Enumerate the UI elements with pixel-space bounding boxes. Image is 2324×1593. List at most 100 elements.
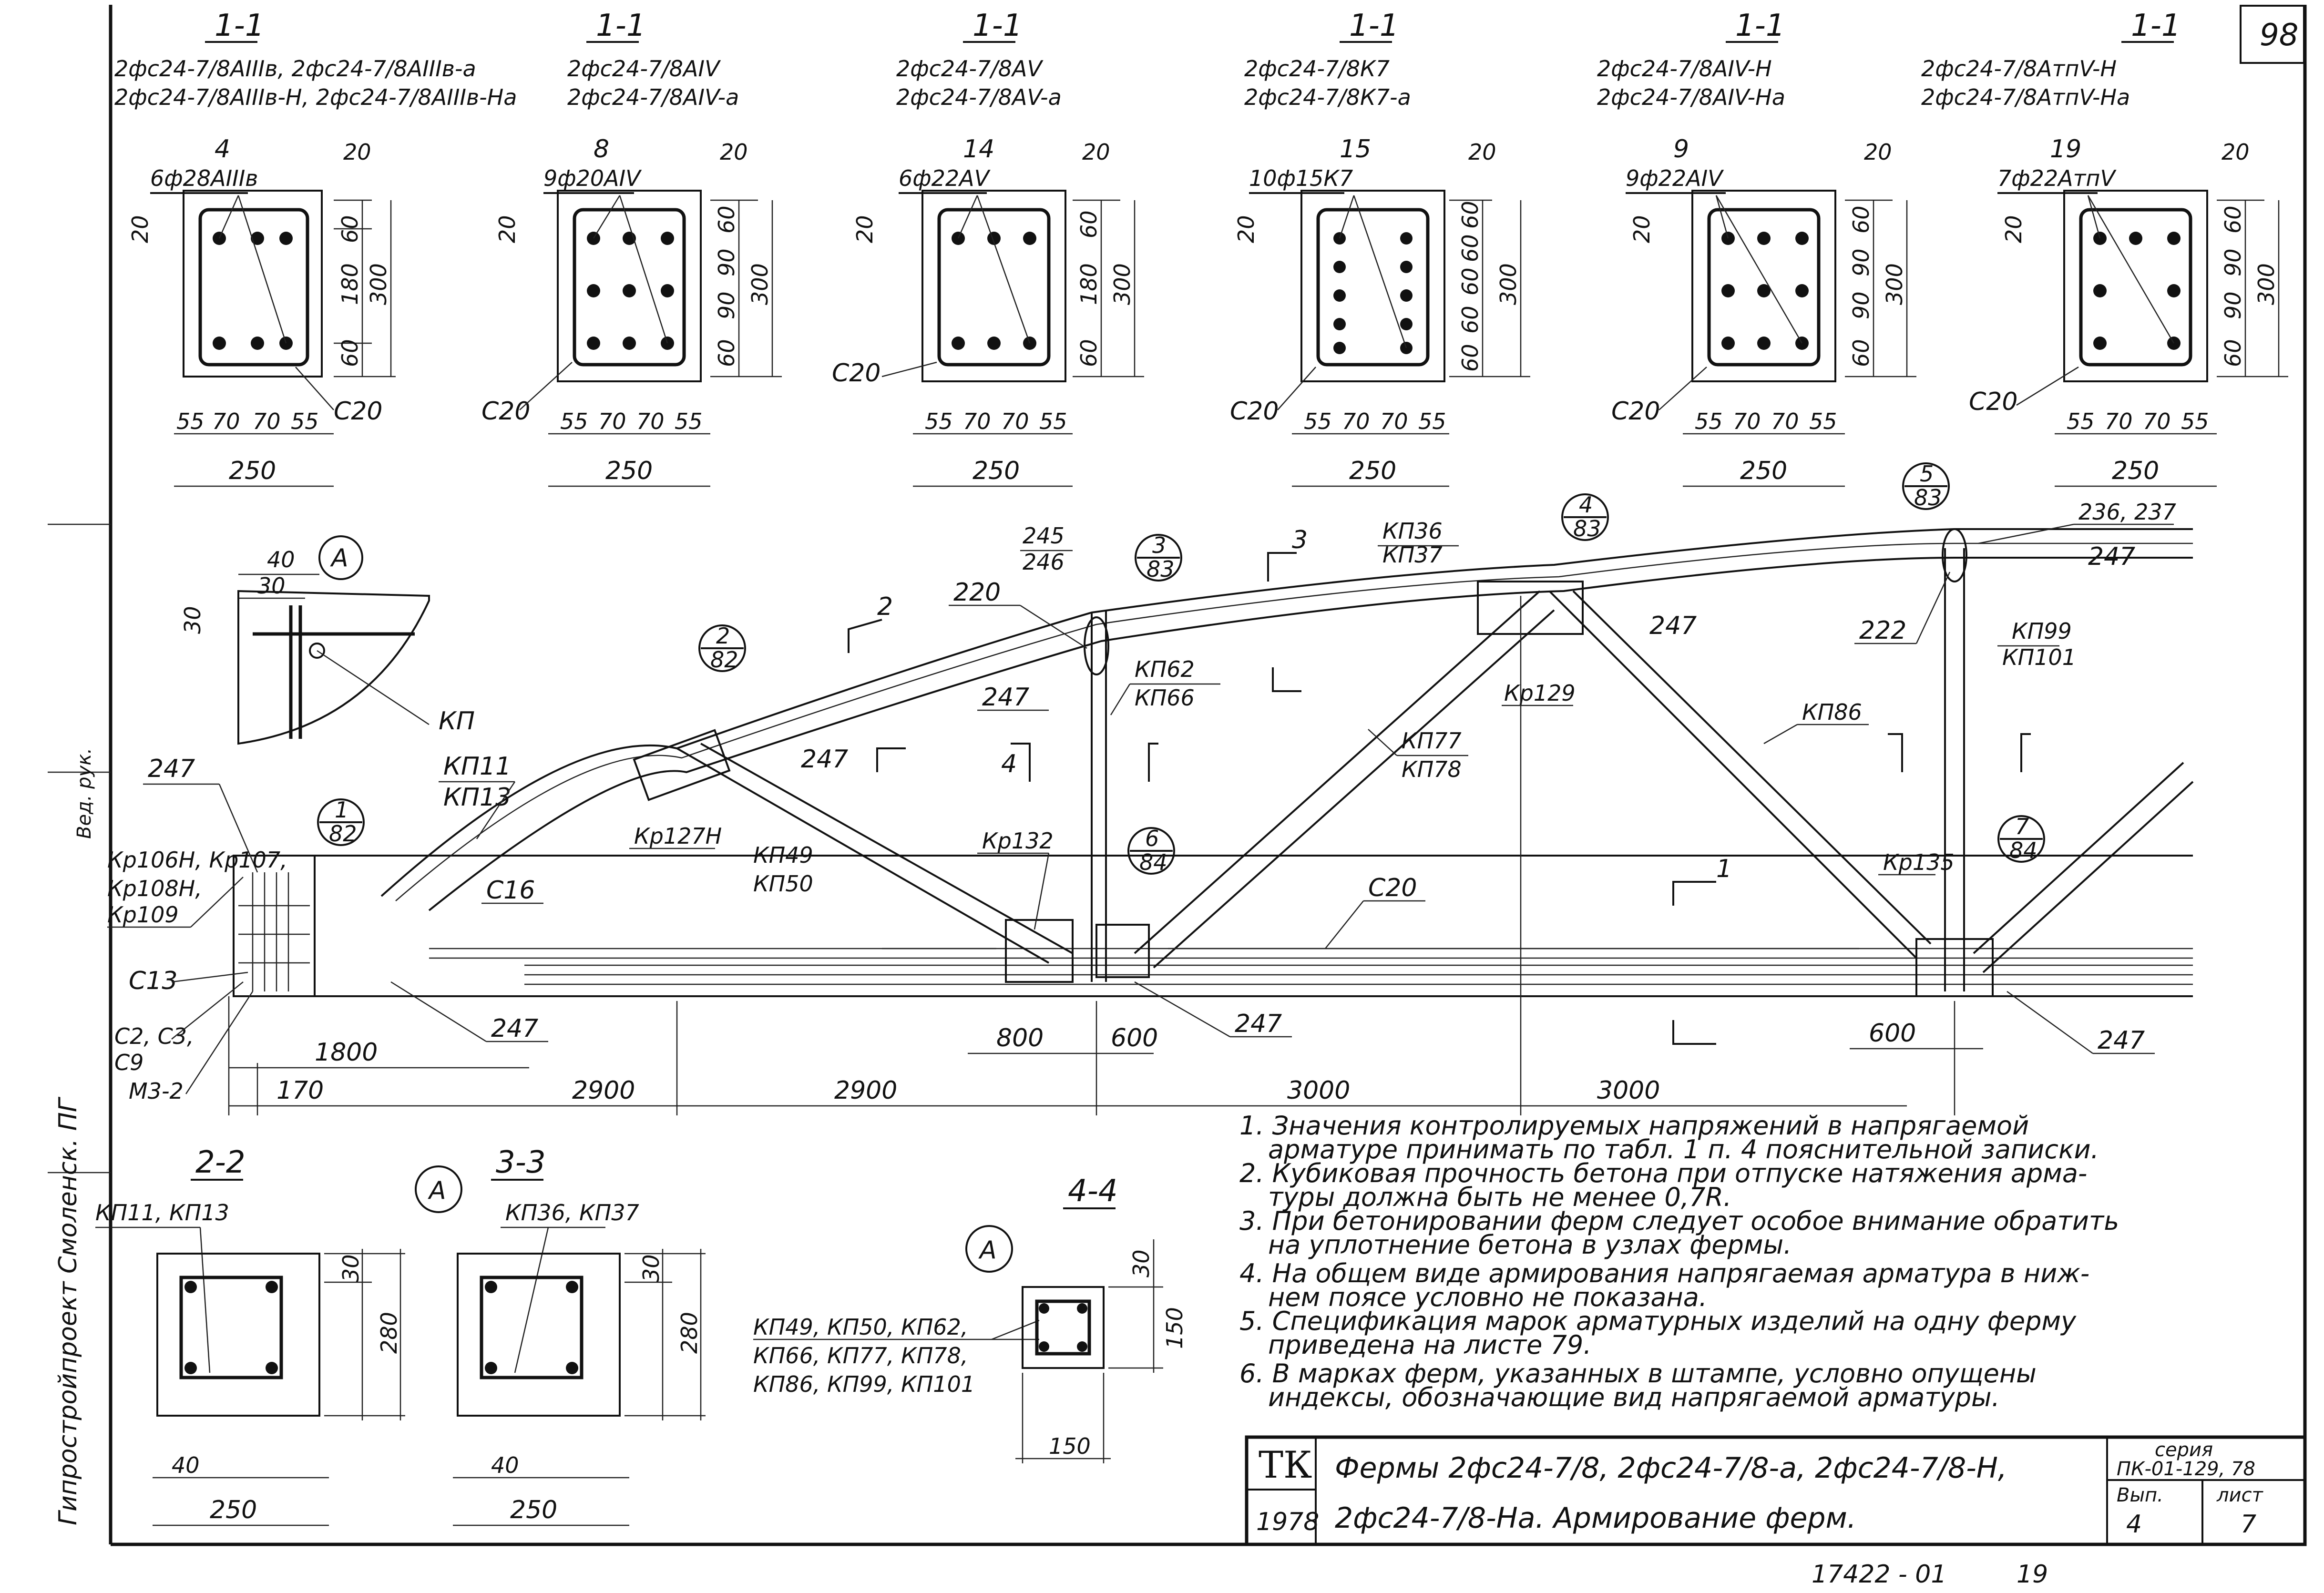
dim-280: 280 — [676, 1312, 702, 1354]
side-stamp-text: Гипростройпроект Смоленск. ПГ — [54, 1096, 82, 1525]
label-247-bottom-left: 247 — [491, 1014, 538, 1043]
label-c13: C13 — [129, 967, 177, 995]
note-line-6: на уплотнение бетона в узлах фермы. — [1268, 1230, 1792, 1260]
note-line-2: арматуре принимать по табл. 1 п. 4 поясн… — [1268, 1134, 2099, 1164]
dim-v-2: 90 — [2220, 248, 2246, 276]
dim-v-2: 60 — [1457, 234, 1483, 262]
bar-spec: 10ф15К7 — [1249, 165, 1353, 191]
cut-mark-3-label: 3 — [1292, 526, 1308, 554]
section-marks-line2: 2фс24-7/8АIV-На — [1597, 84, 1785, 110]
bottom-page: 19 — [2017, 1560, 2048, 1589]
side-signature: Вед. рук. — [73, 748, 95, 839]
dim-v-1: 60 — [2220, 205, 2246, 234]
section-heading: 1-1 — [2131, 8, 2181, 43]
label-247-top: 247 — [982, 683, 1029, 712]
dim-width: 250 — [210, 1496, 257, 1524]
top-cover: 20 — [720, 139, 748, 165]
section-heading: 2-2 — [195, 1145, 246, 1180]
note-line-5: 3. При бетонировании ферм следует особое… — [1239, 1206, 2119, 1236]
bar-spec: 9ф22АIV — [1626, 165, 1724, 191]
section-heading: 4-4 — [1068, 1174, 1118, 1209]
side-cover: 20 — [1629, 215, 1655, 243]
node-ref-sheet: 82 — [710, 647, 738, 673]
dim-v-4: 60 — [1848, 339, 1874, 367]
section-heading: 1-1 — [1349, 8, 1399, 43]
label-c20: C20 — [1368, 874, 1417, 902]
note-line-10: приведена на листе 79. — [1268, 1330, 1591, 1360]
label-c9: C9 — [114, 1050, 143, 1075]
section-marks-line1: 2фс24-7/8К7 — [1244, 56, 1390, 82]
dim-v-4: 60 — [1457, 306, 1483, 334]
dim-800: 800 — [996, 1024, 1044, 1052]
title-year: 1978 — [1256, 1508, 1319, 1536]
section-marks: КП11, КП13 — [95, 1200, 229, 1225]
section-heading: 3-3 — [496, 1145, 546, 1180]
dim-h-1: 55 — [925, 408, 953, 434]
label-246: 246 — [1023, 549, 1065, 575]
cut-mark-1-label: 1 — [1716, 855, 1732, 883]
section-marks-line2: 2фс24-7/8АIIIв-Н, 2фс24-7/8АIIIв-На — [114, 84, 517, 110]
dim-v-3: 60 — [337, 339, 363, 367]
dim-width: 250 — [2112, 457, 2159, 485]
title-block: ТК 1978 Фермы 2фс24-7/8, 2фс24-7/8-а, 2ф… — [1245, 1435, 2307, 1546]
label-kp36: КП36 — [1382, 518, 1443, 544]
dim-v-1: 60 — [714, 205, 739, 234]
dim-h-2: 70 — [963, 408, 991, 434]
dim-v-4: 60 — [2220, 339, 2246, 367]
series-label: серия — [2155, 1439, 2213, 1461]
dim-v-1: 60 — [1076, 210, 1102, 238]
dim-v-2: 180 — [337, 263, 363, 305]
note-line-12: индексы, обозначающие вид напрягаемой ар… — [1268, 1382, 2000, 1412]
side-cover: 20 — [2001, 215, 2027, 243]
detail-a: A 40 30 30 КП — [180, 535, 475, 745]
section-marks-line3: КП86, КП99, КП101 — [753, 1371, 975, 1397]
stirrup-label: C20 — [334, 397, 382, 426]
label-kr106: Кр106Н, Кр107, — [107, 847, 287, 873]
dim-h-4: 55 — [675, 408, 703, 434]
cut-mark-4: 4 — [1001, 733, 2031, 782]
section-1-1-b: 1-1 2фс24-7/8АIV 2фс24-7/8АIV-а 8 9ф20АI… — [481, 8, 782, 487]
dim-280: 280 — [376, 1312, 402, 1354]
node-ref-sheet: 82 — [329, 821, 357, 847]
top-cover: 20 — [1468, 139, 1496, 165]
dim-h-2: 70 — [212, 408, 240, 434]
section-marks-line2: 2фс24-7/8АV-а — [896, 84, 1062, 110]
dim-v-total: 300 — [366, 263, 391, 305]
dim-40: 40 — [491, 1452, 519, 1478]
dim-2900-b: 2900 — [834, 1076, 897, 1105]
section-marks-line1: 2фс24-7/8АIIIв, 2фс24-7/8АIIIв-а — [114, 56, 476, 82]
dim-width: 250 — [1349, 457, 1396, 485]
section-heading: 1-1 — [1735, 8, 1785, 43]
label-kp86: КП86 — [1802, 699, 1862, 725]
label-m3: М3-2 — [129, 1078, 184, 1104]
node-ref-num: 4 — [1579, 492, 1593, 518]
label-220: 220 — [953, 578, 1001, 607]
dim-170: 170 — [276, 1076, 324, 1105]
dim-h-3: 70 — [2143, 408, 2171, 434]
dim-2900-a: 2900 — [572, 1076, 635, 1105]
label-kp78: КП78 — [1402, 756, 1462, 782]
dim-1800: 1800 — [315, 1038, 378, 1067]
node-ref-1: 1 82 — [317, 797, 365, 847]
bar-position: 14 — [963, 135, 994, 163]
section-marks: КП36, КП37 — [505, 1200, 639, 1225]
label-222: 222 — [1859, 616, 1906, 645]
label-247-node6: 247 — [1235, 1010, 1282, 1038]
label-kr129: Кр129 — [1504, 680, 1576, 706]
node-ref-sheet: 84 — [1139, 849, 1167, 875]
note-line-7: 4. На общем виде армирования напрягаемая… — [1239, 1258, 2089, 1288]
label-kr108: Кр108Н, — [107, 876, 202, 901]
dim-h-4: 55 — [2181, 408, 2209, 434]
dim-width: 250 — [973, 457, 1020, 485]
dim-h-4: 55 — [1039, 408, 1067, 434]
bar-spec: 6ф22АV — [899, 165, 991, 191]
label-kp13: КП13 — [443, 783, 511, 812]
bar-position: 15 — [1340, 135, 1371, 163]
dim-v-total: 300 — [2253, 263, 2279, 305]
dim-v-total: 300 — [747, 263, 773, 305]
dim-3000-b: 3000 — [1597, 1076, 1660, 1105]
label-247-support: 247 — [148, 755, 195, 783]
issue-label: Вып. — [2117, 1484, 2163, 1506]
side-cover: 20 — [494, 215, 520, 243]
section-1-1-e: 1-1 2фс24-7/8АIV-Н 2фс24-7/8АIV-На 9 9ф2… — [1597, 8, 1916, 487]
